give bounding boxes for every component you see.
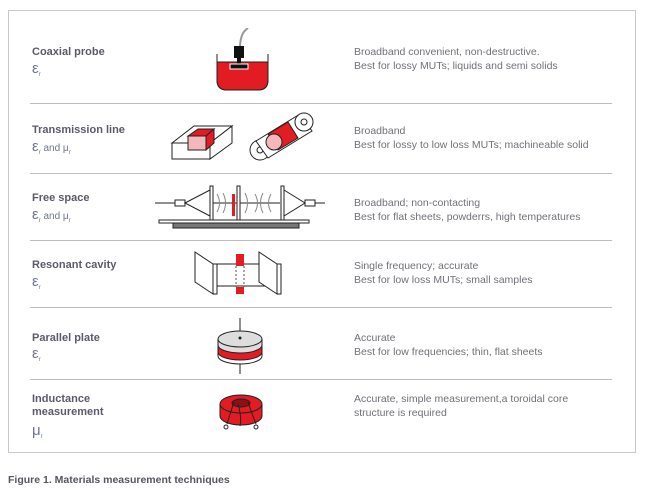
parallel-plate-illustration [217, 318, 263, 374]
row-divider [30, 379, 612, 380]
coaxial-probe-illustration [216, 28, 269, 91]
resonant-cavity-illustration [194, 251, 282, 295]
inductance-toroid-illustration [219, 394, 263, 430]
row-title: Inductance measurement [32, 393, 104, 418]
row-symbol: εr [32, 273, 41, 291]
row-title: Coaxial probe [32, 46, 105, 58]
row-title: Transmission line [32, 124, 125, 136]
row-description: Broadband convenient, non-destructive.Be… [354, 46, 558, 72]
row-symbol: μr [32, 422, 43, 440]
row-divider [30, 173, 612, 174]
row-title: Resonant cavity [32, 259, 117, 271]
row-symbol: εr [32, 60, 41, 78]
free-space-illustration [155, 185, 325, 229]
row-title: Parallel plate [32, 332, 100, 344]
row-symbol: εr and μr [32, 138, 71, 156]
row-divider [30, 307, 612, 308]
figure-frame [8, 10, 636, 453]
transmission-line-illustration [170, 112, 314, 161]
row-divider [30, 240, 612, 241]
row-divider [30, 103, 612, 104]
row-symbol: εr [32, 345, 41, 363]
row-description: Accurate, simple measurement,a toroidal … [354, 393, 569, 419]
row-title: Free space [32, 192, 90, 204]
row-symbol: εr and μr [32, 206, 71, 224]
figure-caption: Figure 1. Materials measurement techniqu… [8, 474, 230, 486]
